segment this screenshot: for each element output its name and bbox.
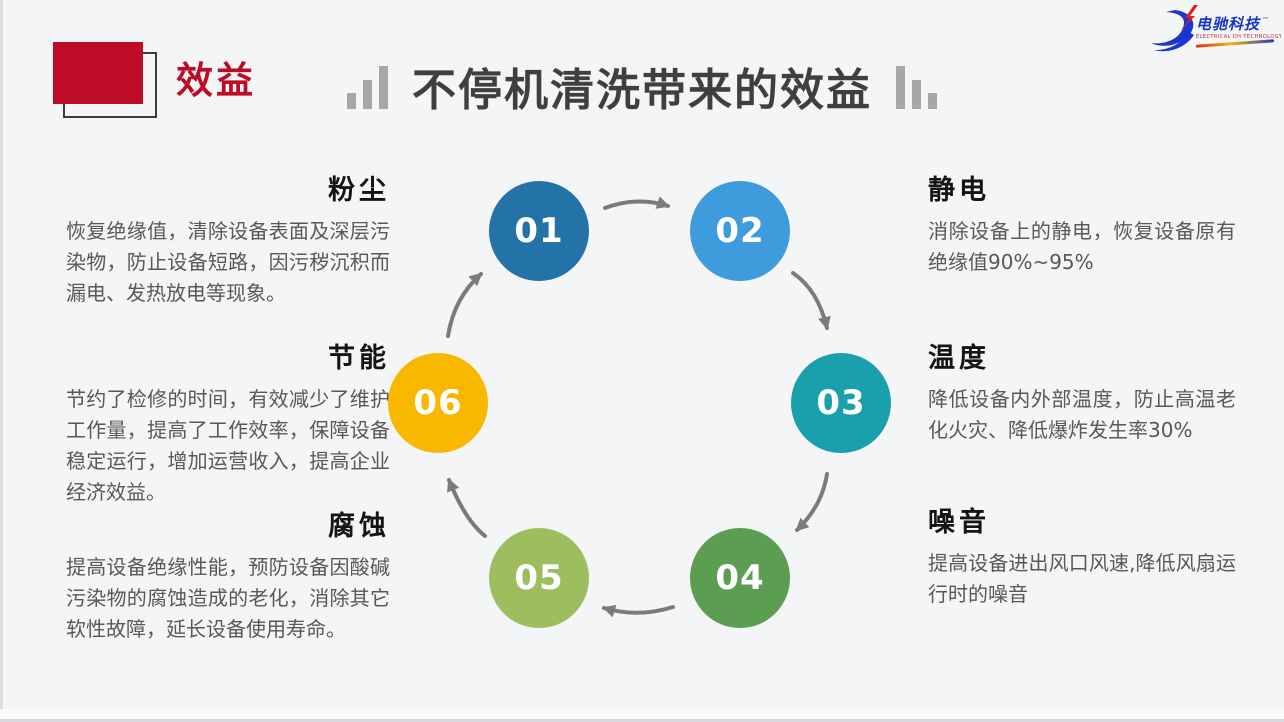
step-number: 06 [413, 383, 463, 423]
cycle-diagram: 01 02 03 04 05 06 [380, 158, 900, 670]
step-circle-04: 04 [690, 528, 790, 628]
step-number: 01 [514, 211, 564, 251]
benefit-heading: 噪音 [928, 507, 990, 538]
arrow-04-05 [602, 604, 675, 618]
step-circle-02: 02 [690, 181, 790, 281]
step-circle-03: 03 [791, 353, 891, 453]
logo-underline-swoosh [1196, 39, 1274, 48]
slide-title: 不停机清洗带来的效益 [412, 65, 872, 117]
step-number: 04 [715, 558, 765, 598]
logo-trademark: ™ [1262, 16, 1270, 24]
step-circle-01: 01 [489, 181, 589, 281]
flow-arrows [446, 196, 831, 618]
step-circle-05: 05 [489, 528, 589, 628]
benefit-heading: 静电 [928, 175, 990, 206]
company-logo: 电驰科技 ™ ELECTRICAL DH TECHNOLOGY [1146, 4, 1283, 56]
benefit-body: 节约了检修的时间，有效减少了维护工作量，提高了工作效率，保障设备稳定运行，增加运… [66, 386, 390, 504]
benefit-heading: 节能 [328, 343, 390, 374]
benefit-temperature: 温度 降低设备内外部温度，防止高温老化火灾、降低爆炸发生率30% [928, 344, 1236, 446]
step-number: 02 [715, 211, 765, 251]
arrow-02-03 [791, 271, 831, 330]
window-left-edge [0, 0, 3, 722]
section-label: 效益 [176, 59, 256, 102]
benefit-energy-saving: 节能 节约了检修的时间，有效减少了维护工作量，提高了工作效率，保障设备稳定运行，… [66, 344, 390, 508]
arrow-05-06 [447, 478, 487, 538]
benefit-dust: 粉尘 恢复绝缘值，清除设备表面及深层污染物，防止设备短路，因污秽沉积而漏电、发热… [66, 176, 390, 309]
arrow-03-04 [795, 472, 829, 532]
logo-subtext: ELECTRICAL DH TECHNOLOGY [1196, 34, 1283, 40]
benefit-heading: 腐蚀 [328, 511, 390, 542]
benefit-corrosion: 腐蚀 提高设备绝缘性能，预防设备因酸碱污染物的腐蚀造成的老化，消除其它软性故障，… [66, 512, 390, 645]
logo-name: 电驰科技 [1196, 15, 1261, 33]
benefit-static-electricity: 静电 消除设备上的静电，恢复设备原有绝缘值90%~95% [928, 176, 1236, 278]
arrow-01-02 [603, 196, 670, 210]
benefit-heading: 粉尘 [328, 175, 390, 206]
section-badge [53, 42, 143, 104]
benefit-body: 提高设备绝缘性能，预防设备因酸碱污染物的腐蚀造成的老化，消除其它软性故障，延长设… [66, 554, 390, 641]
benefit-noise: 噪音 提高设备进出风口风速,降低风扇运行时的噪音 [928, 508, 1236, 610]
benefit-body: 消除设备上的静电，恢复设备原有绝缘值90%~95% [928, 218, 1236, 274]
arrow-06-01 [446, 272, 483, 338]
descending-bars-icon [896, 66, 937, 117]
benefit-body: 恢复绝缘值，清除设备表面及深层污染物，防止设备短路，因污秽沉积而漏电、发热放电等… [66, 218, 390, 305]
ascending-bars-icon [347, 66, 388, 117]
step-number: 05 [514, 558, 564, 598]
title-row: 不停机清洗带来的效益 [0, 66, 1284, 117]
logo-text-block: 电驰科技 ™ ELECTRICAL DH TECHNOLOGY [1196, 15, 1283, 48]
window-bottom-edge [0, 709, 1284, 722]
lightning-icon [1181, 5, 1198, 30]
step-circle-06: 06 [388, 353, 488, 453]
step-number: 03 [816, 383, 866, 423]
logo-swoosh-icon [1151, 5, 1198, 52]
benefit-heading: 温度 [928, 343, 990, 374]
benefit-body: 提高设备进出风口风速,降低风扇运行时的噪音 [928, 550, 1236, 606]
benefit-body: 降低设备内外部温度，防止高温老化火灾、降低爆炸发生率30% [928, 386, 1236, 442]
